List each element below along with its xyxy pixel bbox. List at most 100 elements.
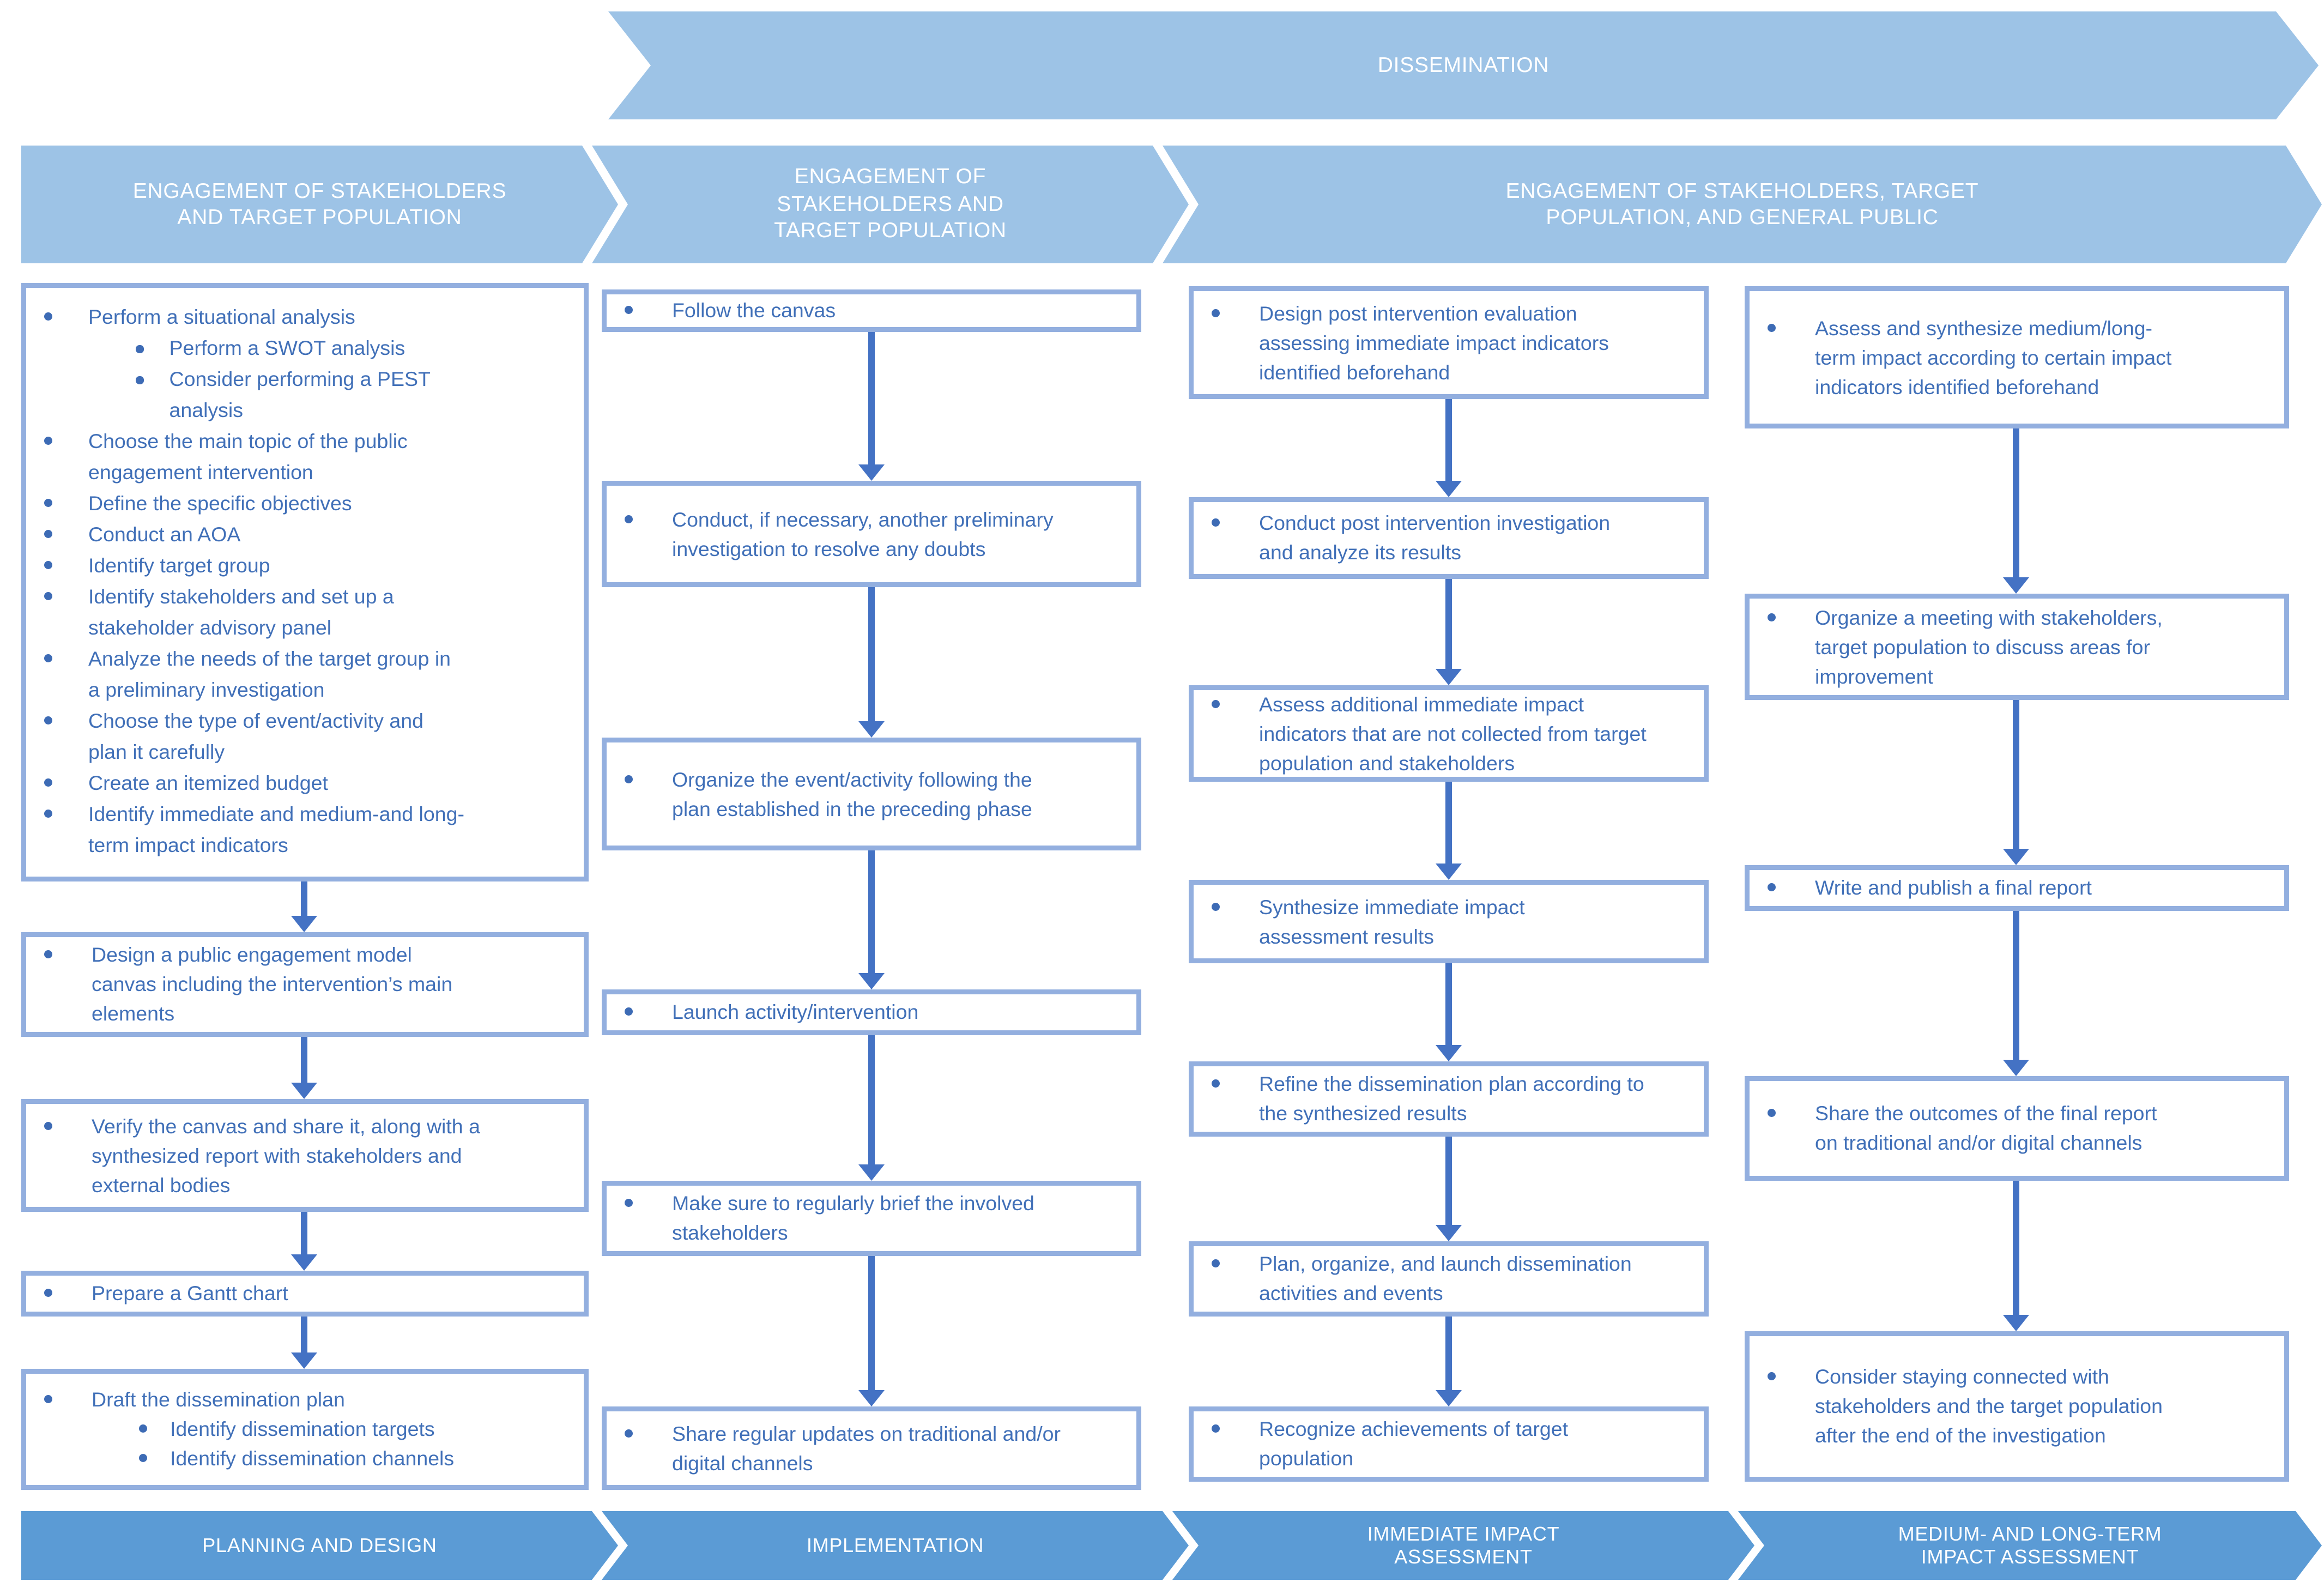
bullet-icon [625,1428,633,1437]
box-assess-medium-long-impact: Assess and synthesize medium/long-term i… [1745,286,2289,428]
step-text: Synthesize immediate impact assessment r… [1259,895,1525,948]
flow-arrow [2003,1181,2029,1331]
box-dissemination-plan: Draft the dissemination plan Identify di… [21,1369,589,1490]
phase-banner-medium-long-term-label: MEDIUM- AND LONG-TERM IMPACT ASSESSMENT [1898,1521,2162,1568]
step-text: Organize a meeting with stakeholders, ta… [1815,606,2163,688]
list-item: Organize the event/activity following th… [620,765,1123,824]
step-text: Perform a SWOT analysis [169,337,406,360]
flow-arrow [858,1035,885,1181]
list-item: Share the outcomes of the final report o… [1763,1099,2271,1158]
list-item: Assess and synthesize medium/long-term i… [1763,313,2271,402]
step-text: Analyze the needs of the target group in… [88,648,451,702]
list-item: Identify stakeholders and set up a stake… [39,582,571,644]
flow-arrow [2003,428,2029,594]
list-item: Recognize achievements of target populat… [1207,1415,1691,1474]
box-organize-event: Organize the event/activity following th… [602,738,1141,850]
phase-banner-implementation: IMPLEMENTATION [602,1511,1189,1580]
flow-arrow [1436,1137,1462,1241]
flow-arrow [858,587,885,738]
step-text: Recognize achievements of target populat… [1259,1418,1568,1470]
step-text: Share regular updates on traditional and… [672,1422,1061,1475]
bullet-icon [1768,612,1776,621]
bullet-icon [44,716,52,724]
list-item: Consider performing a PEST analysis [131,365,571,427]
bullet-icon [44,437,52,445]
engagement-header-assessment-label: ENGAGEMENT OF STAKEHOLDERS, TARGET POPUL… [1505,177,1979,229]
box-recognize-achievements: Recognize achievements of target populat… [1189,1406,1709,1482]
bullet-icon [625,1199,633,1207]
flow-arrow [2003,911,2029,1076]
box-brief-stakeholders: Make sure to regularly brief the involve… [602,1181,1141,1256]
bullet-icon [44,1289,52,1297]
step-text: Make sure to regularly brief the involve… [672,1192,1034,1245]
sub-bullet-icon [136,345,143,353]
bullet-icon [625,514,633,523]
bullet-icon [1768,1372,1776,1380]
bullet-icon [1768,323,1776,331]
step-text: Assess and synthesize medium/long-term i… [1815,316,2172,398]
step-text: Prepare a Gantt chart [92,1282,288,1305]
flow-arrow [291,1037,317,1099]
list-item: Draft the dissemination plan [39,1385,571,1415]
step-text: Identify stakeholders and set up a stake… [88,585,394,639]
sub-bullet-icon [136,376,143,384]
sub-bullet-icon [139,1424,147,1433]
step-text: Consider performing a PEST analysis [169,368,431,422]
step-text: Choose the main topic of the public enga… [88,430,408,484]
bullet-icon [44,778,52,787]
bullet-icon [1212,1259,1220,1267]
step-text: Launch activity/intervention [672,1001,919,1024]
box-verify-canvas: Verify the canvas and share it, along wi… [21,1099,589,1212]
step-text: Conduct an AOA [88,523,241,546]
step-text: Plan, organize, and launch dissemination… [1259,1253,1632,1305]
flow-arrow [2003,700,2029,865]
list-item: Synthesize immediate impact assessment r… [1207,892,1691,951]
flow-arrow [291,881,317,932]
step-text: Conduct post intervention investigation … [1259,512,1611,564]
list-item: Launch activity/intervention [620,998,1123,1027]
box-stay-connected: Consider staying connected with stakehol… [1745,1331,2289,1482]
box-planning-checklist: Perform a situational analysis Perform a… [21,283,589,881]
dissemination-banner: DISSEMINATION [608,11,2319,119]
list-item: Make sure to regularly brief the involve… [620,1189,1123,1248]
flow-arrow [858,332,885,481]
step-text: Verify the canvas and share it, along wi… [92,1114,480,1197]
list-item: Share regular updates on traditional and… [620,1419,1123,1478]
flow-arrow [1436,579,1462,685]
list-item: Create an itemized budget [39,769,571,800]
flow-arrow [858,1256,885,1406]
bullet-icon [44,592,52,600]
box-assess-additional-indicators: Assess additional immediate impact indic… [1189,685,1709,782]
list-item: Design a public engagement model canvas … [39,940,571,1029]
step-text: Define the specific objectives [88,492,352,515]
bullet-icon [625,774,633,783]
bullet-icon [625,306,633,314]
bullet-icon [1768,1109,1776,1117]
flow-arrow [858,850,885,989]
engagement-header-planning: ENGAGEMENT OF STAKEHOLDERS AND TARGET PO… [21,146,618,263]
list-item: Refine the dissemination plan according … [1207,1070,1691,1128]
step-text: Create an itemized budget [88,772,328,795]
box-launch-dissemination-activities: Plan, organize, and launch dissemination… [1189,1241,1709,1317]
bullet-icon [44,654,52,662]
list-item: Organize a meeting with stakeholders, ta… [1763,603,2271,691]
step-text: Write and publish a final report [1815,877,2092,899]
bullet-icon [1212,699,1220,708]
step-text: Conduct, if necessary, another prelimina… [672,508,1054,560]
engagement-header-planning-label: ENGAGEMENT OF STAKEHOLDERS AND TARGET PO… [132,177,507,229]
engagement-header-implementation-label: ENGAGEMENT OF STAKEHOLDERS AND TARGET PO… [774,164,1007,243]
bullet-icon [44,499,52,507]
box-preliminary-investigation: Conduct, if necessary, another prelimina… [602,481,1141,587]
flow-arrow [1436,1317,1462,1406]
phase-banner-planning-label: PLANNING AND DESIGN [202,1533,437,1557]
step-text: Organize the event/activity following th… [672,768,1032,820]
box-refine-dissemination-plan: Refine the dissemination plan according … [1189,1061,1709,1137]
step-text: Assess additional immediate impact indic… [1259,692,1647,775]
bullet-icon [1212,1079,1220,1088]
bullet-icon [1212,1424,1220,1433]
bullet-icon [44,530,52,538]
list-item: Design post intervention evaluation asse… [1207,299,1691,387]
bullet-icon [44,561,52,569]
step-text: Design a public engagement model canvas … [92,944,453,1025]
